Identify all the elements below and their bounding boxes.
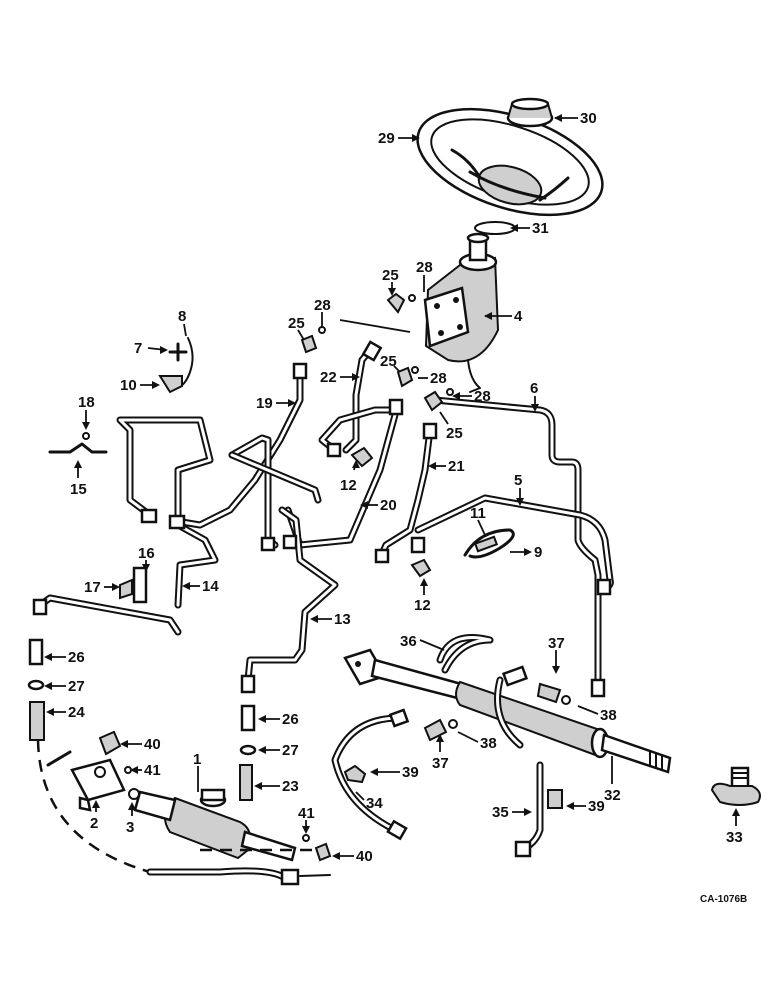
callout-1: 1 — [193, 751, 201, 768]
callout-18: 18 — [78, 394, 95, 411]
steering-cylinder — [343, 648, 672, 774]
callout-21: 21 — [448, 458, 465, 475]
callout-10: 10 — [120, 377, 137, 394]
elbow-40-bottom — [302, 834, 332, 862]
steering-control-valve — [423, 232, 500, 393]
callout-39-b: 39 — [588, 798, 605, 815]
callout-37-b: 37 — [432, 755, 449, 772]
callout-28-b: 28 — [314, 297, 331, 314]
callout-23: 23 — [282, 778, 299, 795]
callout-27-a: 27 — [68, 678, 85, 695]
callout-11: 11 — [470, 505, 486, 522]
callout-40-b: 40 — [356, 848, 373, 865]
tube-fittings — [32, 340, 612, 698]
callout-28-a: 28 — [416, 259, 433, 276]
callout-26-b: 26 — [282, 711, 299, 728]
callout-5: 5 — [514, 472, 522, 489]
tube-clamp — [48, 432, 108, 454]
callout-28-d: 28 — [474, 388, 491, 405]
callout-30: 30 — [580, 110, 597, 127]
callout-2: 2 — [90, 815, 98, 832]
elbow-40-top — [98, 730, 132, 774]
callout-24: 24 — [68, 704, 85, 721]
clip-parts — [158, 337, 194, 394]
steering-wheel — [416, 107, 604, 217]
callout-31: 31 — [532, 220, 549, 237]
callout-38-b: 38 — [480, 735, 497, 752]
callout-12-a: 12 — [340, 477, 357, 494]
callout-25-a: 25 — [382, 267, 399, 284]
center-fitting-stack — [239, 704, 257, 801]
tee-fittings — [350, 446, 432, 578]
callout-25-c: 25 — [380, 353, 397, 370]
callout-numbers: 30 29 31 4 28 28 28 28 25 25 25 25 6 5 9… — [68, 110, 747, 905]
callout-36: 36 — [400, 633, 417, 650]
clip-ring — [463, 528, 515, 559]
callout-37-a: 37 — [548, 635, 565, 652]
callout-35: 35 — [492, 804, 509, 821]
callout-39-a: 39 — [402, 764, 419, 781]
callout-38-a: 38 — [600, 707, 617, 724]
callout-34: 34 — [366, 795, 383, 812]
callout-3: 3 — [126, 819, 134, 836]
spindle-arm — [710, 766, 761, 806]
clevis — [70, 758, 140, 812]
hose-35 — [514, 761, 563, 858]
callout-29: 29 — [378, 130, 395, 147]
callout-7: 7 — [134, 340, 142, 357]
figure-reference: CA-1076B — [700, 894, 747, 905]
callout-9: 9 — [534, 544, 542, 561]
callout-22: 22 — [320, 369, 337, 386]
callout-28-c: 28 — [430, 370, 447, 387]
callout-41-b: 41 — [298, 805, 315, 822]
callout-32: 32 — [604, 787, 621, 804]
callout-16: 16 — [138, 545, 155, 562]
leader-lines — [44, 114, 740, 860]
callout-20: 20 — [380, 497, 397, 514]
callout-17: 17 — [84, 579, 101, 596]
callout-15: 15 — [70, 481, 87, 498]
callout-26-a: 26 — [68, 649, 85, 666]
elbow-fittings — [300, 292, 454, 412]
ram-cylinder — [133, 788, 297, 862]
horn-cap — [506, 97, 554, 128]
callout-25-b: 25 — [288, 315, 305, 332]
left-fitting-stack — [27, 638, 45, 741]
callout-25-d: 25 — [446, 425, 463, 442]
callout-41-a: 41 — [144, 762, 161, 779]
dashed-hose-route — [36, 739, 151, 874]
callout-12-b: 12 — [414, 597, 431, 614]
callout-6: 6 — [530, 380, 538, 397]
callout-33: 33 — [726, 829, 743, 846]
hydraulic-tubes — [36, 344, 614, 689]
callout-14: 14 — [202, 578, 219, 595]
callout-40-a: 40 — [144, 736, 161, 753]
callout-4: 4 — [514, 308, 523, 325]
callout-8: 8 — [178, 308, 186, 325]
fitting-37 — [536, 682, 562, 704]
callout-19: 19 — [256, 395, 273, 412]
callout-13: 13 — [334, 611, 351, 628]
seal-ring — [474, 221, 516, 235]
callout-27-b: 27 — [282, 742, 299, 759]
hose-clamp — [343, 764, 367, 784]
hose-34 — [331, 708, 458, 841]
bracket — [119, 566, 148, 604]
